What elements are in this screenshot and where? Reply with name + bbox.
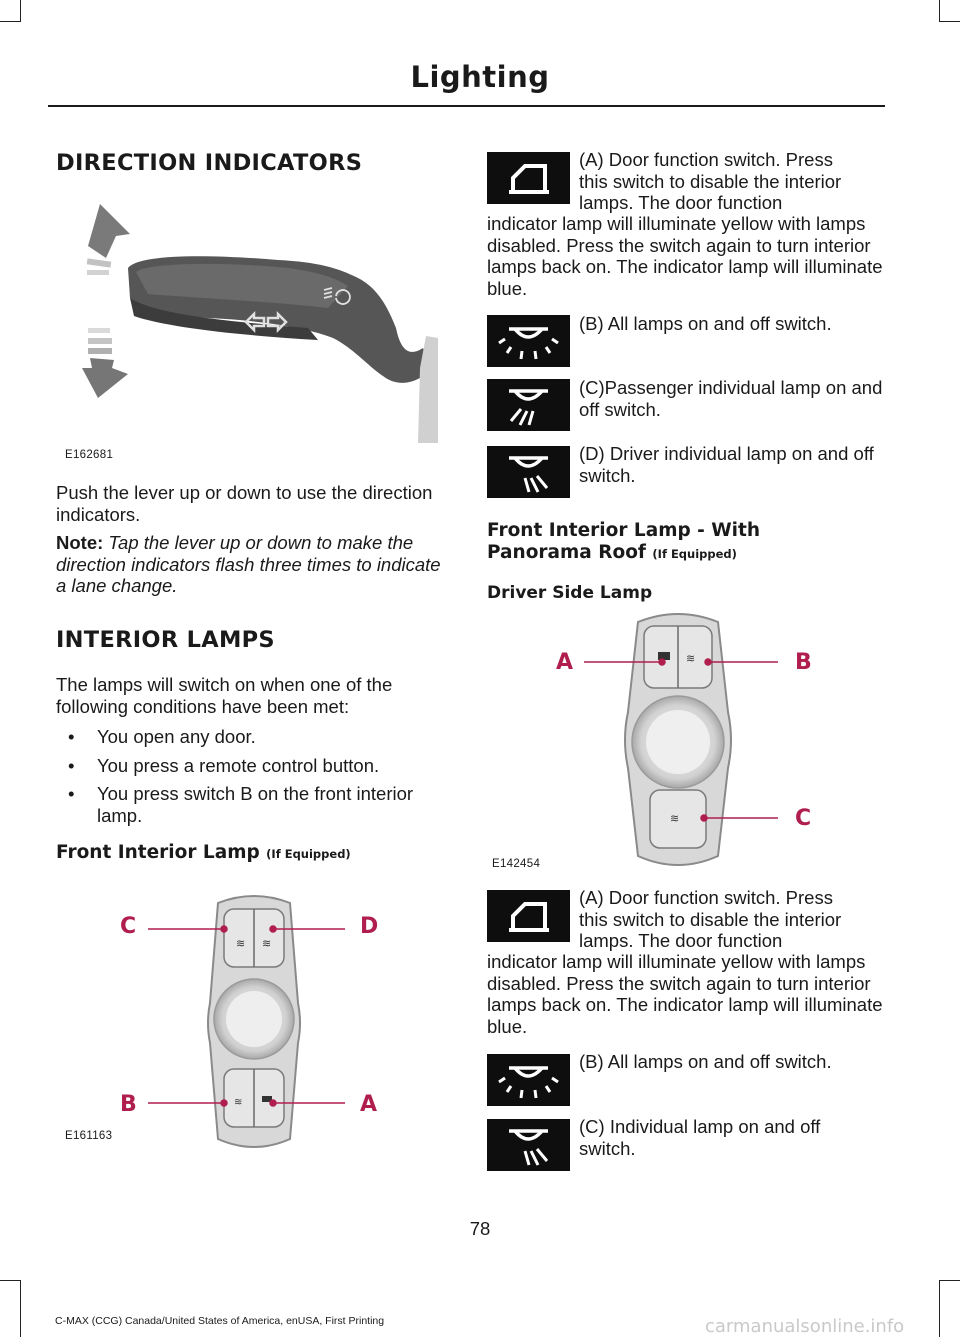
direction-indicators-heading: DIRECTION INDICATORS: [56, 150, 363, 176]
callout-d: D: [360, 914, 379, 939]
door-function-icon: [487, 152, 570, 204]
crop-mark: [939, 1280, 940, 1337]
crop-mark: [939, 21, 960, 22]
all-lamps-switch-text: (B) All lamps on and off switch.: [579, 313, 832, 334]
panorama-lamp-heading: Front Interior Lamp - With Panorama Roof…: [487, 520, 761, 563]
svg-text:≋: ≋: [262, 937, 271, 950]
figure-code: E142454: [492, 858, 541, 870]
figure-code: E162681: [65, 449, 114, 461]
callout-lines: [148, 925, 345, 1107]
callout-lines: [584, 658, 778, 822]
svg-text:≋: ≋: [686, 652, 695, 665]
arrow-down-icon: [82, 328, 128, 398]
individual-lamp-switch-text: (C) Individual lamp on and off switch.: [579, 1116, 821, 1159]
callout-b: B: [795, 650, 812, 675]
note-paragraph: Note: Tap the lever up or down to make t…: [56, 532, 451, 597]
watermark: carmanualsonline.info: [705, 1316, 905, 1337]
crop-mark: [939, 0, 940, 22]
interior-lamps-intro: The lamps will switch on when one of the…: [56, 674, 393, 717]
list-item: •You open any door.: [68, 726, 256, 747]
door-switch-description: indicator lamp will illuminate yellow wi…: [487, 213, 883, 299]
crop-mark: [20, 0, 21, 22]
driver-lamp-switch-text: (D) Driver individual lamp on and off sw…: [579, 443, 874, 486]
driver-lamp-icon: [487, 1119, 570, 1171]
list-item: •You press a remote control button.: [68, 754, 380, 776]
interior-lamps-heading: INTERIOR LAMPS: [56, 627, 275, 653]
front-interior-lamp-console: ≋ ≋ ≋: [207, 895, 301, 1148]
page-header-title: Lighting: [410, 60, 550, 94]
direction-indicators-body: Push the lever up or down to use the dir…: [56, 482, 433, 525]
all-lamps-switch-text-2: (B) All lamps on and off switch.: [579, 1051, 832, 1072]
turn-signal-lever-illustration: [82, 204, 438, 443]
svg-text:≋: ≋: [234, 1097, 242, 1108]
callout-a: A: [556, 650, 574, 675]
note-text: Tap the lever up or down to make the dir…: [56, 532, 441, 596]
front-interior-lamp-heading: Front Interior Lamp (If Equipped): [56, 842, 351, 863]
crop-mark: [0, 1280, 21, 1281]
callout-b: B: [120, 1092, 137, 1117]
driver-lamp-icon: [487, 446, 570, 498]
svg-text:≋: ≋: [236, 937, 245, 950]
footer-text: C-MAX (CCG) Canada/United States of Amer…: [55, 1315, 385, 1327]
svg-text:≋: ≋: [670, 812, 679, 825]
crop-mark: [0, 21, 21, 22]
crop-mark: [939, 1280, 960, 1281]
crop-mark: [20, 1280, 21, 1337]
panorama-lamp-console: ≋ ≋: [624, 613, 732, 866]
note-label: Note:: [56, 532, 104, 553]
list-item: •You press switch B on the front interio…: [68, 783, 414, 826]
dome-lamp-icon: [487, 1054, 570, 1106]
header-rule: [48, 105, 885, 107]
figure-code: E161163: [65, 1130, 113, 1142]
callout-c: C: [120, 914, 137, 939]
door-switch-text-a2: (A) Door function switch. Press this swi…: [579, 887, 842, 951]
door-switch-text-a: (A) Door function switch. Press this swi…: [579, 149, 842, 213]
door-switch-description-2: indicator lamp will illuminate yellow wi…: [487, 951, 883, 1037]
passenger-lamp-icon: [487, 379, 570, 431]
door-function-icon: [487, 890, 570, 942]
passenger-lamp-switch-text: (C)Passenger individual lamp on and off …: [579, 377, 883, 420]
page-number: 78: [469, 1218, 491, 1239]
dome-lamp-icon: [487, 315, 570, 367]
arrow-up-icon: [86, 204, 130, 275]
callout-a: A: [360, 1092, 378, 1117]
conditions-list: •You open any door. •You press a remote …: [56, 726, 451, 833]
driver-side-lamp-subheading: Driver Side Lamp: [487, 583, 653, 603]
callout-c: C: [795, 806, 812, 831]
